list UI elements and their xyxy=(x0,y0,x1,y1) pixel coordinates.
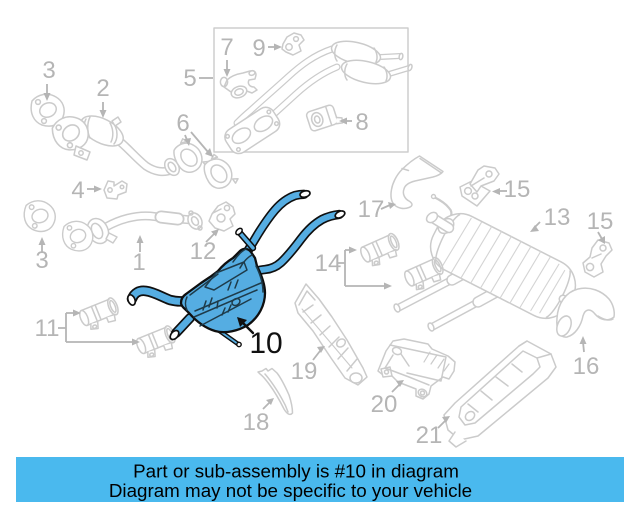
svg-text:1: 1 xyxy=(132,249,145,276)
svg-text:Part or sub-assembly is #10 in: Part or sub-assembly is #10 in diagram xyxy=(133,461,459,482)
svg-text:9: 9 xyxy=(252,35,265,62)
svg-text:2: 2 xyxy=(96,75,109,102)
svg-text:7: 7 xyxy=(220,34,233,61)
svg-text:18: 18 xyxy=(243,409,270,436)
svg-text:14: 14 xyxy=(315,250,342,277)
svg-text:8: 8 xyxy=(355,109,368,136)
svg-text:16: 16 xyxy=(573,353,600,380)
svg-text:19: 19 xyxy=(291,358,318,385)
svg-text:17: 17 xyxy=(358,196,385,223)
svg-text:15: 15 xyxy=(587,208,614,235)
svg-text:12: 12 xyxy=(190,238,217,265)
svg-text:13: 13 xyxy=(544,204,571,231)
svg-text:6: 6 xyxy=(176,110,189,137)
svg-text:21: 21 xyxy=(416,422,443,449)
svg-text:11: 11 xyxy=(35,315,60,342)
svg-text:4: 4 xyxy=(71,177,84,204)
svg-text:Diagram may not be specific to: Diagram may not be specific to your vehi… xyxy=(109,480,472,501)
svg-text:3: 3 xyxy=(42,57,55,84)
svg-text:20: 20 xyxy=(371,391,398,418)
svg-text:10: 10 xyxy=(249,327,282,360)
svg-text:15: 15 xyxy=(504,176,531,203)
svg-text:3: 3 xyxy=(35,247,48,274)
svg-text:5: 5 xyxy=(183,65,196,92)
